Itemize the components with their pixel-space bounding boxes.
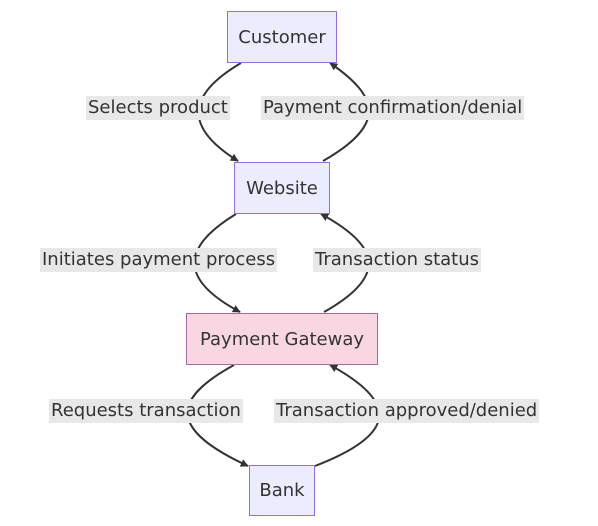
node-website: Website (234, 162, 330, 214)
edge-label-requests-transaction: Requests transaction (49, 399, 243, 423)
edge-label-transaction-approved: Transaction approved/denied (274, 399, 540, 423)
edge-label-transaction-status: Transaction status (313, 248, 482, 272)
edge-label-initiates-payment: Initiates payment process (40, 248, 278, 272)
node-bank: Bank (249, 465, 315, 516)
edge-label-selects-product: Selects product (86, 96, 230, 120)
edge-label-payment-confirmation: Payment confirmation/denial (261, 96, 525, 120)
node-customer: Customer (227, 11, 337, 63)
node-payment-gateway: Payment Gateway (186, 313, 378, 365)
